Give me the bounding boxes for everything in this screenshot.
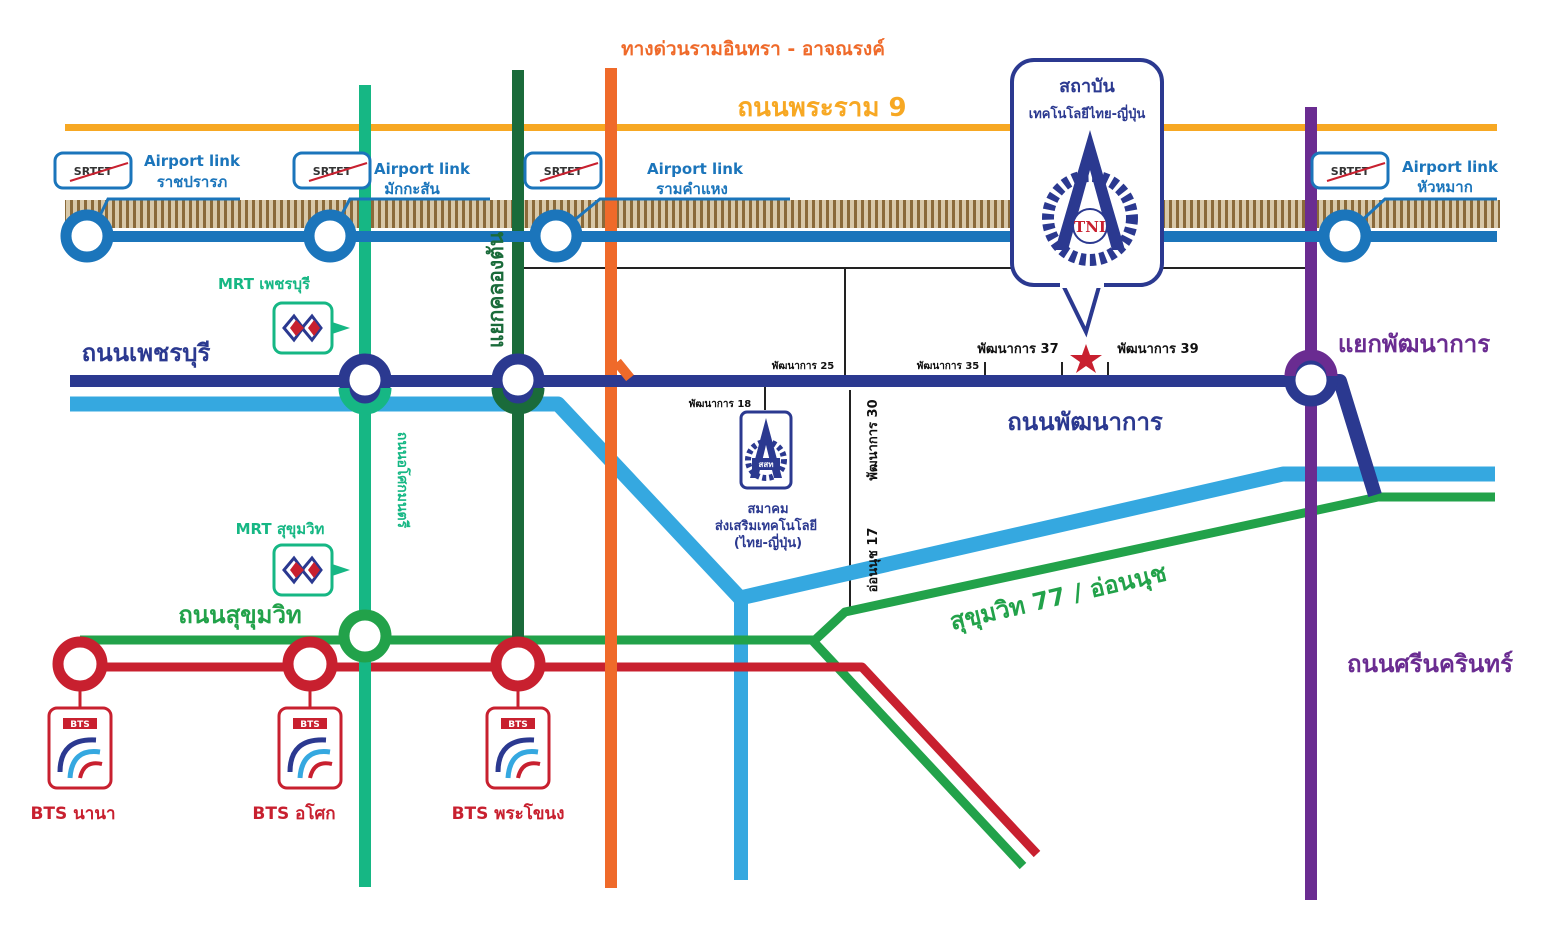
mrt-station-label: MRT เพชรบุรี (218, 275, 311, 294)
station-node-makkasan (303, 209, 357, 263)
bts-node-phrakhanong (490, 636, 546, 692)
airport-link-line (65, 231, 1497, 242)
airport-link-nodes[interactable] (60, 209, 1372, 263)
srtet-logo-3[interactable]: SRTET (523, 151, 603, 190)
srtet-logo-2[interactable]: SRTET (292, 151, 372, 190)
road-label-onnut17: อ่อนนุช 17 (866, 528, 881, 593)
airport-link-station-name: หัวหมาก (1417, 178, 1473, 196)
airport-link-label: Airport link (374, 160, 471, 178)
road-phetchaburi (70, 375, 1320, 387)
road-asok-montri (359, 85, 371, 887)
bts-logo-1[interactable]: BTS (47, 706, 113, 790)
road-label-phetchaburi: ถนนเพชรบุรี (82, 339, 211, 369)
srtet-logo-text: SRTET (544, 165, 583, 178)
road-label-khlong-tan: แยกคลองตัน (484, 231, 508, 348)
soi-label-p18: พัฒนาการ 18 (689, 398, 752, 410)
railway-track (65, 200, 1500, 228)
road-label-srinakarin: ถนนศรีนครินทร์ (1347, 650, 1513, 678)
road-label-sukhumvit: ถนนสุขุมวิท (178, 601, 302, 631)
road-label-rama9: ถนนพระราม 9 (737, 93, 906, 123)
bts-station-label: BTS พระโขนง (452, 803, 565, 824)
bts-node-nana (52, 636, 108, 692)
bts-station-label: BTS อโศก (252, 803, 335, 824)
srtet-logo-text: SRTET (313, 165, 352, 178)
airport-link-station-name: ราชปรารภ (157, 173, 228, 191)
minor-roads (520, 267, 1310, 610)
airport-link-station-name: มักกะสัน (384, 180, 440, 198)
road-label-pattanakarn30: พัฒนาการ 30 (866, 399, 881, 480)
tni-logo: TNI (1042, 130, 1138, 266)
station-node-ratchaprarop (60, 209, 114, 263)
soi-label-p39: พัฒนาการ 39 (1117, 342, 1198, 357)
pattanakarn-junction-node-accent (1284, 349, 1338, 377)
srtet-logo-4[interactable]: SRTET (1310, 151, 1390, 190)
tni-title: สถาบัน (1059, 76, 1115, 97)
mrt-sukhumvit-node[interactable] (338, 609, 392, 663)
soi-label-p35: พัฒนาการ 35 (917, 360, 980, 372)
station-node-ramkhamhaeng (529, 209, 583, 263)
mrt-logo-phetchaburi[interactable] (272, 301, 350, 355)
expressway (605, 68, 617, 888)
road-srinakarin (1305, 107, 1317, 900)
srtet-logo-text: SRTET (1331, 165, 1370, 178)
road-sukhumvit (80, 492, 1495, 645)
tpa-name-line2: ส่งเสริมเทคโนโลยี (715, 517, 817, 534)
bts-connectors (78, 686, 520, 708)
road-label-pattanakarn-junction: แยกพัฒนาการ (1338, 330, 1490, 358)
bts-node-asok (282, 636, 338, 692)
airport-link-label: Airport link (647, 160, 744, 178)
road-label-pattanakarn: ถนนพัฒนาการ (1007, 408, 1163, 436)
road-sukhumvit-branch (808, 636, 1027, 870)
bts-logo-2[interactable]: BTS (277, 706, 343, 790)
road-label-asok-montri: ถนนอโศกมนตรี (394, 432, 412, 529)
khlong-tan-node-accent (491, 387, 545, 415)
tni-callout[interactable]: สถาบัน เทคโนโลยีไทย-ญี่ปุ่น TNI (1010, 58, 1164, 338)
soi-label-p37: พัฒนาการ 37 (977, 342, 1058, 357)
expressway-curve (613, 358, 634, 382)
location-star-icon[interactable] (1070, 344, 1102, 373)
station-node-huamak (1318, 209, 1372, 263)
bts-station-label: BTS นานา (30, 804, 115, 824)
tpa-logo[interactable]: สสท (739, 410, 793, 490)
mrt-phetchaburi-node[interactable] (338, 353, 392, 407)
tpa-name-line3: (ไทย-ญี่ปุ่น) (734, 533, 802, 551)
mrt-logo-sukhumvit[interactable] (272, 543, 350, 597)
srtet-logo-1[interactable]: SRTET (53, 151, 133, 190)
khlong-tan-node[interactable] (491, 353, 545, 407)
mrt-phetchaburi-node-accent (338, 387, 392, 415)
bts-logo-text: BTS (70, 720, 89, 730)
tni-subtitle: เทคโนโลยีไทย-ญี่ปุ่น (1029, 104, 1146, 122)
tni-logo-text: TNI (1074, 218, 1106, 236)
airport-link-station-name: รามคำแหง (656, 180, 728, 198)
mrt-station-label: MRT สุขุมวิท (236, 520, 325, 539)
bts-logo-text: BTS (508, 720, 527, 730)
tpa-logo-text: สสท (758, 460, 773, 469)
srtet-logo-text: SRTET (74, 165, 113, 178)
road-label-expressway: ทางด่วนรามอินทรา - อาจณรงค์ (621, 38, 885, 60)
bts-logo-3[interactable]: BTS (485, 706, 551, 790)
tpa-name-line1: สมาคม (747, 502, 788, 517)
bts-line (80, 662, 1041, 858)
soi-label-p25: พัฒนาการ 25 (772, 360, 835, 372)
road-rama9 (65, 124, 1497, 131)
airport-link-label: Airport link (1402, 158, 1499, 176)
bts-logo-text: BTS (300, 720, 319, 730)
airport-link-label: Airport link (144, 152, 241, 170)
